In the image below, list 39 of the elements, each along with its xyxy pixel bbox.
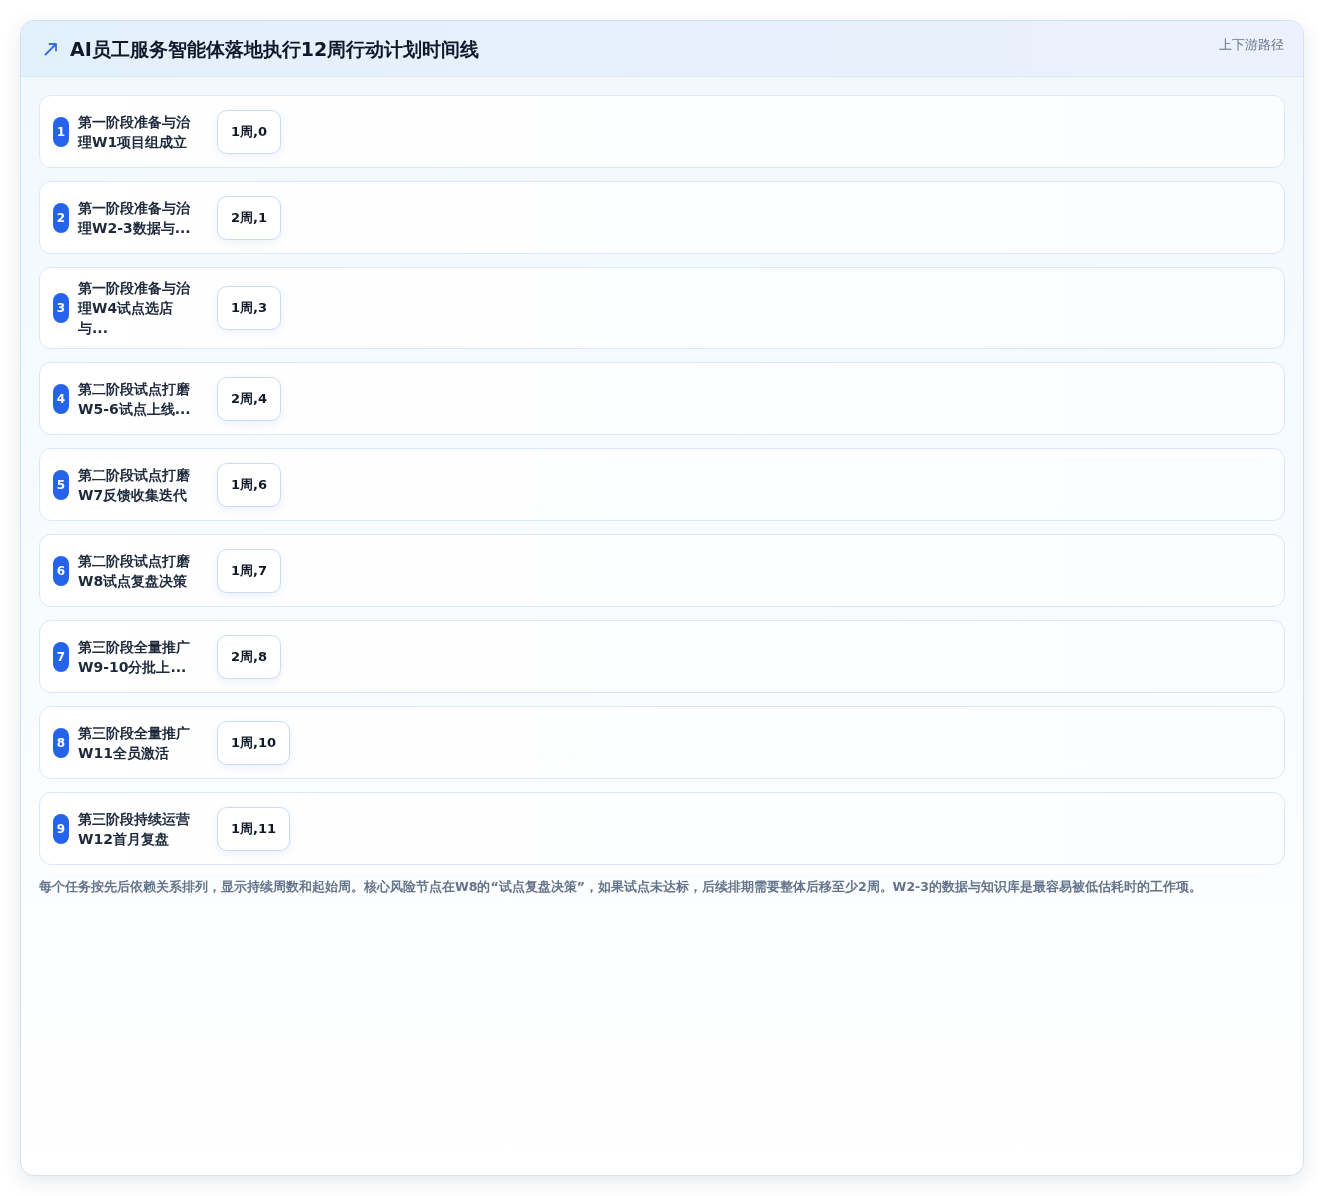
task-name: 第三阶段持续运营W12首月复盘 (78, 809, 191, 849)
task-name: 第二阶段试点打磨W7反馈收集迭代 (78, 465, 191, 505)
duration-tag: 1周,11 (217, 806, 291, 851)
step-number: 7 (53, 641, 69, 672)
duration-tag: 2周,1 (217, 195, 282, 240)
step-number: 9 (53, 813, 69, 844)
task-name: 第三阶段全量推广W11全员激活 (78, 723, 191, 763)
step-number: 2 (53, 202, 69, 233)
task-name: 第二阶段试点打磨W8试点复盘决策 (78, 551, 191, 591)
step-number: 1 (53, 116, 69, 147)
step-number: 6 (53, 555, 69, 586)
header-note: 上下游路径 (1219, 36, 1284, 54)
task-name: 第一阶段准备与治理W4试点选店与... (78, 279, 191, 338)
task-name: 第一阶段准备与治理W1项目组成立 (78, 112, 191, 152)
diagram-title: AI员工服务智能体落地执行12周行动计划时间线 (70, 37, 480, 62)
step-number: 8 (53, 727, 69, 758)
duration-tag: 1周,0 (217, 109, 282, 154)
duration-tag: 1周,3 (217, 286, 282, 330)
step-number: 5 (53, 469, 69, 500)
task-row-card (39, 706, 1285, 779)
footnote: 每个任务按先后依赖关系排列，显示持续周数和起始周。核心风险节点在W8的“试点复盘决策”，如果试点未达标，后续排期需要整体后移至少2周。W2-3的数据与知识库是最容易被低估耗时的工作项。 (39, 878, 1203, 896)
step-number: 3 (53, 293, 69, 323)
duration-tag: 2周,8 (217, 634, 282, 679)
task-name: 第二阶段试点打磨W5-6试点上线... (78, 379, 192, 419)
task-row-card (39, 362, 1285, 435)
task-row-card (39, 792, 1285, 865)
duration-tag: 1周,10 (217, 720, 291, 765)
duration-tag: 2周,4 (217, 376, 282, 421)
task-name: 第三阶段全量推广W9-10分批上... (78, 637, 191, 677)
duration-tag: 1周,7 (217, 548, 282, 593)
task-row-card (39, 534, 1285, 607)
task-row-card (39, 620, 1285, 693)
task-name: 第一阶段准备与治理W2-3数据与... (78, 198, 192, 238)
task-row-card (39, 181, 1285, 254)
task-row-card (39, 267, 1285, 349)
step-number: 4 (53, 383, 69, 414)
task-row-card (39, 448, 1285, 521)
duration-tag: 1周,6 (217, 462, 282, 507)
task-row-card (39, 95, 1285, 168)
